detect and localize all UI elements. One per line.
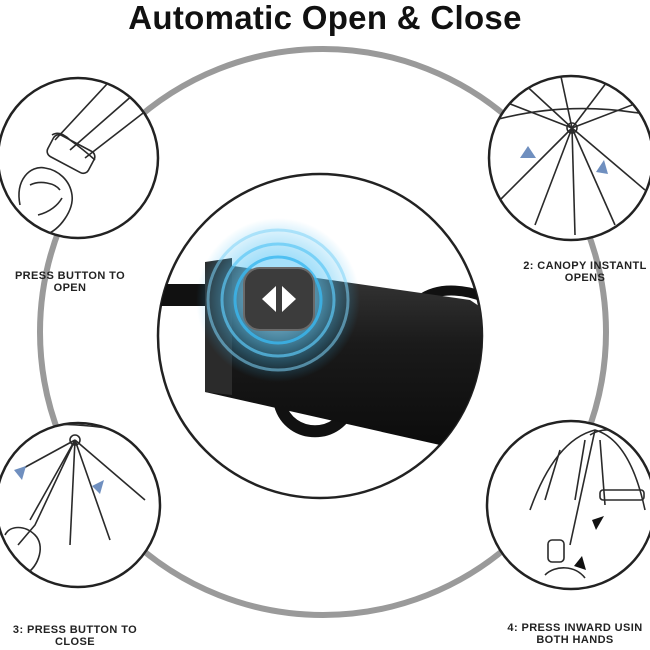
page-title: Automatic Open & Close (128, 0, 522, 36)
step3-illustration (0, 421, 162, 589)
step4-caption-line1: 4: PRESS INWARD USIN (507, 622, 643, 634)
step1-caption: PRESS BUTTON TO OPEN (2, 270, 138, 294)
step4-caption-line2: BOTH HANDS (536, 634, 614, 646)
step1-caption-line2: OPEN (53, 282, 87, 294)
step2-caption-line2: OPENS (564, 272, 606, 284)
step2-illustration (487, 74, 650, 242)
center-handle-illustration (156, 172, 484, 500)
step3-caption: 3: PRESS BUTTON TO CLOSE (0, 624, 150, 648)
step2-caption-line1: 2: CANOPY INSTANTL (523, 260, 647, 272)
step2-caption: 2: CANOPY INSTANTL OPENS (505, 260, 650, 284)
step4-caption: 4: PRESS INWARD USIN BOTH HANDS (495, 622, 650, 646)
step3-caption-line2: CLOSE (55, 636, 95, 648)
step4-illustration (485, 419, 650, 591)
step3-caption-line1: 3: PRESS BUTTON TO (12, 624, 138, 636)
connector-ring (37, 46, 609, 618)
step1-caption-line1: PRESS BUTTON TO (14, 270, 126, 282)
step1-illustration (0, 76, 160, 240)
